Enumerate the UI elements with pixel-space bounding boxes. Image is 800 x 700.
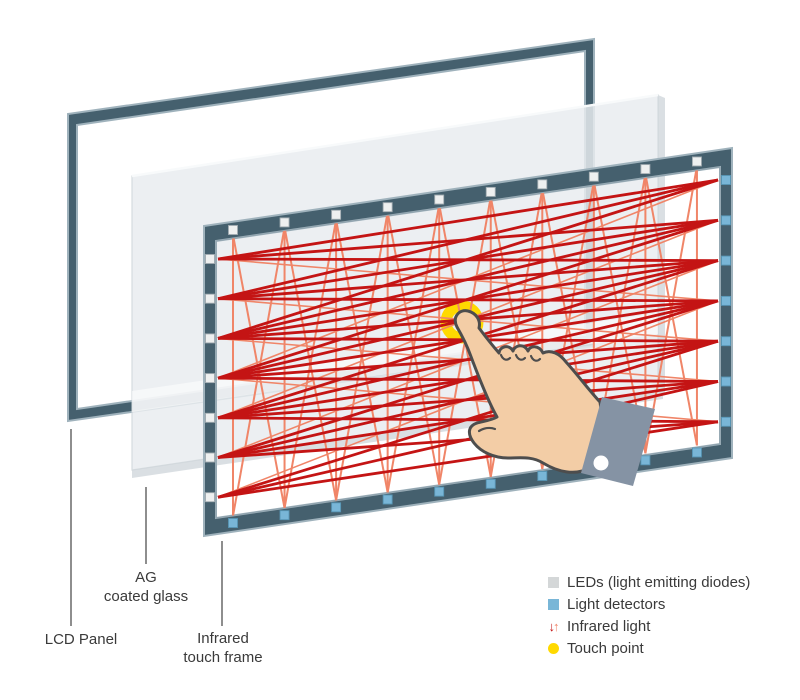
detector-right xyxy=(721,175,731,185)
led-top xyxy=(692,156,702,167)
led-top xyxy=(485,186,496,197)
led-left xyxy=(205,452,215,463)
label-touch-frame: Infrared touch frame xyxy=(183,629,262,667)
pointing-hand xyxy=(453,309,655,486)
detector-bottom xyxy=(228,518,238,528)
arrow-up-glyph: ↑ xyxy=(553,618,559,634)
led-top xyxy=(640,164,651,175)
legend-label-leds: LEDs (light emitting diodes) xyxy=(567,573,751,591)
infrared-beam-horizontal xyxy=(217,178,719,340)
infrared-beam-vertical xyxy=(644,167,698,454)
infrared-beam-horizontal xyxy=(217,380,719,499)
legend-item-touchpoint: Touch point xyxy=(545,637,750,659)
legend-label-infrared: Infrared light xyxy=(567,617,651,635)
label-ag-glass-line1: AG xyxy=(135,569,157,586)
detector-right xyxy=(721,295,731,306)
led-left xyxy=(205,254,215,264)
label-ag-glass: AG coated glass xyxy=(104,568,188,606)
led-left xyxy=(205,293,215,304)
infrared-beam-horizontal xyxy=(217,218,719,380)
led-top xyxy=(228,225,238,235)
detector-right xyxy=(721,336,731,347)
infrared-beam-horizontal xyxy=(217,299,719,459)
detector-bottom xyxy=(382,494,393,505)
led-left xyxy=(205,492,215,503)
led-left xyxy=(205,333,215,344)
arrow-down-glyph: ↓ xyxy=(548,618,555,634)
led-top xyxy=(331,209,342,220)
infrared-beam-horizontal xyxy=(217,339,719,499)
detector-right xyxy=(721,376,731,387)
detector-square-icon xyxy=(545,598,561,610)
led-top xyxy=(588,171,599,182)
led-square-icon xyxy=(545,576,561,588)
detector-bottom xyxy=(279,510,290,521)
detector-bottom xyxy=(485,478,496,489)
touch-frame-inner-bevel xyxy=(215,166,721,519)
glass-top-highlight xyxy=(131,93,659,178)
leader-lines xyxy=(70,429,223,626)
led-top xyxy=(434,194,445,205)
led-top xyxy=(537,179,548,190)
label-touch-frame-line1: Infrared xyxy=(197,630,249,647)
hand-shape xyxy=(453,309,603,474)
infrared-beam-horizontal xyxy=(217,299,719,420)
detector-bottom xyxy=(640,455,651,466)
detector-bottom xyxy=(331,502,342,513)
label-ag-glass-line2: coated glass xyxy=(103,588,189,605)
infrared-beam-horizontal xyxy=(217,218,719,340)
touch-dot-icon xyxy=(545,642,561,654)
led-top xyxy=(279,217,290,228)
infrared-arrows-icon: ↓ ↑ xyxy=(545,618,561,634)
detector-bottom xyxy=(537,471,548,481)
infrared-beam-horizontal xyxy=(217,178,719,261)
led-top xyxy=(382,202,393,213)
led-left xyxy=(205,373,215,384)
label-lcd-panel-text: LCD Panel xyxy=(44,631,118,648)
detector-right xyxy=(721,255,731,266)
led-detector-markers xyxy=(205,156,731,528)
detector-bottom xyxy=(434,486,445,497)
detector-bottom xyxy=(692,447,702,458)
led-left xyxy=(205,412,215,423)
infrared-beam-horizontal xyxy=(217,178,719,301)
detector-right xyxy=(721,215,731,226)
finger-creases xyxy=(477,353,542,433)
label-touch-frame-line2: touch frame xyxy=(183,649,263,666)
legend-label-touchpoint: Touch point xyxy=(567,639,644,657)
legend-item-infrared: ↓ ↑ Infrared light xyxy=(545,615,750,637)
legend: LEDs (light emitting diodes) Light detec… xyxy=(545,571,750,659)
label-lcd-panel: LCD Panel xyxy=(45,630,118,649)
legend-item-leds: LEDs (light emitting diodes) xyxy=(545,571,750,593)
cuff-button xyxy=(593,455,609,471)
infrared-beam-horizontal xyxy=(217,339,719,459)
detector-right xyxy=(721,416,731,427)
legend-item-detectors: Light detectors xyxy=(545,593,750,615)
legend-label-detectors: Light detectors xyxy=(567,595,666,613)
